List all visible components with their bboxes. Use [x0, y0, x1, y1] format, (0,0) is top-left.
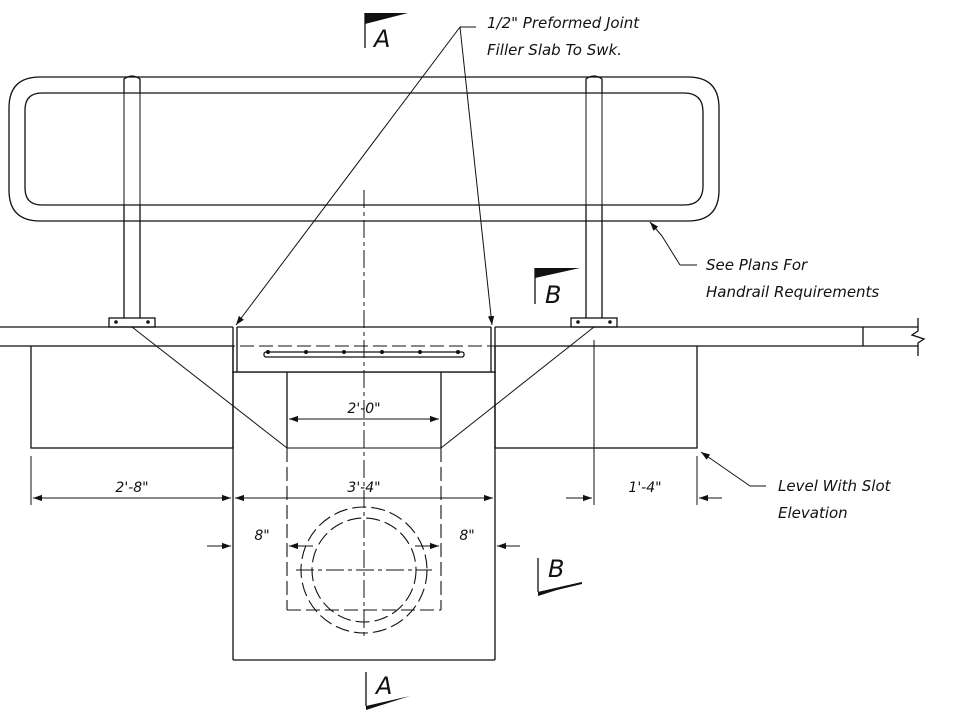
dim-right-offset: 1'-4"	[628, 480, 661, 496]
dim-left-wall: 8"	[254, 528, 269, 544]
note-handrail-line2: Handrail Requirements	[706, 283, 879, 301]
note-level-line1: Level With Slot	[778, 477, 892, 495]
dim-right-wall: 8"	[459, 528, 474, 544]
dim-box-width: 3'-4"	[347, 480, 380, 496]
section-label-a-top: A	[372, 25, 390, 53]
section-mark-b-bottom: B	[537, 555, 582, 596]
notes: 1/2" Preformed Joint Filler Slab To Swk.…	[235, 14, 892, 522]
note-handrail-line1: See Plans For	[706, 256, 808, 274]
note-level-line2: Elevation	[778, 504, 848, 522]
section-mark-a-bottom: A	[365, 672, 410, 710]
dimensions: 2'-0" 2'-8" 3'-4" 1'-4" 8" 8"	[30, 340, 722, 550]
section-mark-b-top: B	[534, 268, 580, 309]
section-label-b-bottom: B	[548, 555, 564, 583]
dim-slot-width: 2'-0"	[347, 401, 380, 417]
dim-left-offset: 2'-8"	[115, 480, 148, 496]
section-label-b-top: B	[545, 281, 561, 309]
note-joint-filler-line2: Filler Slab To Swk.	[487, 41, 622, 59]
section-mark-a-top: A	[364, 13, 408, 53]
handrail	[8, 75, 720, 328]
section-label-a-bottom: A	[374, 672, 392, 700]
note-joint-filler-line1: 1/2" Preformed Joint	[487, 14, 640, 32]
